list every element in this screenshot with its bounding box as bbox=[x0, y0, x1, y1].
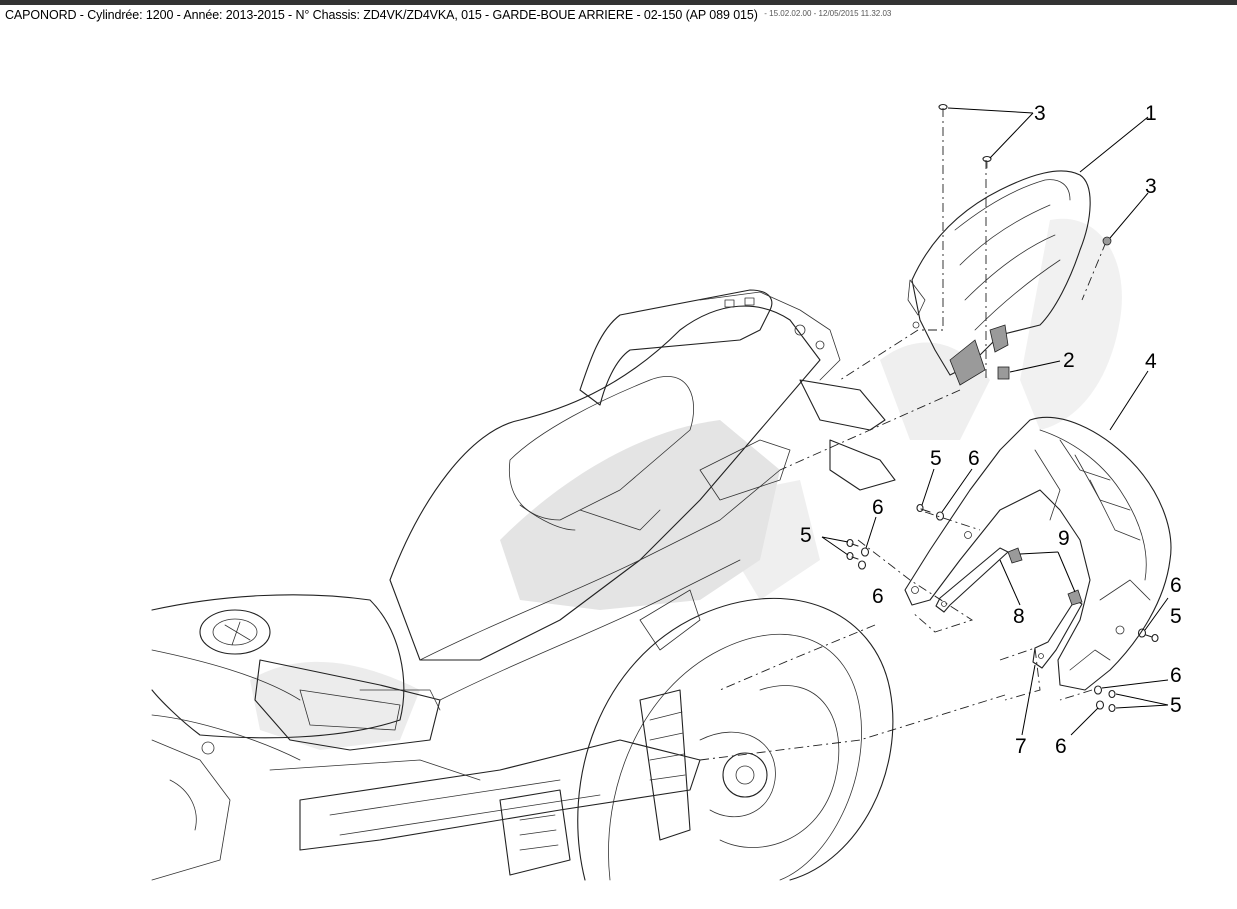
part-2-clip-nut bbox=[997, 366, 1010, 380]
callout-1: 1 bbox=[1145, 102, 1157, 125]
callout-7: 7 bbox=[1015, 735, 1027, 758]
callout-5-right-bottom: 5 bbox=[1170, 694, 1182, 717]
page-header: CAPONORD - Cylindrée: 1200 - Année: 2013… bbox=[5, 7, 891, 22]
callout-6-center: 6 bbox=[968, 447, 980, 470]
assembly-lines bbox=[699, 108, 1107, 761]
callout-6-bottom: 6 bbox=[1055, 735, 1067, 758]
callout-9: 9 bbox=[1058, 527, 1070, 550]
part-4-rear-mudguard bbox=[904, 416, 1172, 691]
callout-2: 2 bbox=[1063, 349, 1075, 372]
callout-3-right: 3 bbox=[1145, 175, 1157, 198]
part-9-speed-nuts bbox=[1007, 547, 1083, 606]
callout-3-top: 3 bbox=[1034, 102, 1046, 125]
callout-6-right: 6 bbox=[1170, 574, 1182, 597]
callout-labels: 3 1 3 2 4 5 6 6 5 9 6 6 5 8 6 5 7 6 bbox=[800, 102, 1182, 758]
callout-6-left-bottom: 6 bbox=[872, 585, 884, 608]
callout-5-right: 5 bbox=[1170, 605, 1182, 628]
leader-lines bbox=[821, 107, 1169, 736]
part-7-bracket bbox=[1032, 599, 1083, 669]
part-8-bracket bbox=[935, 547, 1009, 613]
page-title: CAPONORD - Cylindrée: 1200 - Année: 2013… bbox=[5, 8, 758, 22]
callout-5-left: 5 bbox=[800, 524, 812, 547]
parts-5-6-bolts-washers bbox=[846, 503, 1159, 713]
page-meta: - 15.02.02.00 - 12/05/2015 11.32.03 bbox=[764, 9, 892, 18]
header-rule bbox=[0, 0, 1237, 5]
part-1-rear-hugger bbox=[907, 170, 1091, 386]
motorcycle-illustration bbox=[151, 218, 1122, 881]
callout-6-right-bottom: 6 bbox=[1170, 664, 1182, 687]
callout-8: 8 bbox=[1013, 605, 1025, 628]
callout-4: 4 bbox=[1145, 350, 1157, 373]
callout-5-center: 5 bbox=[930, 447, 942, 470]
part-3-screws bbox=[938, 103, 1112, 246]
callout-6-left-top: 6 bbox=[872, 496, 884, 519]
